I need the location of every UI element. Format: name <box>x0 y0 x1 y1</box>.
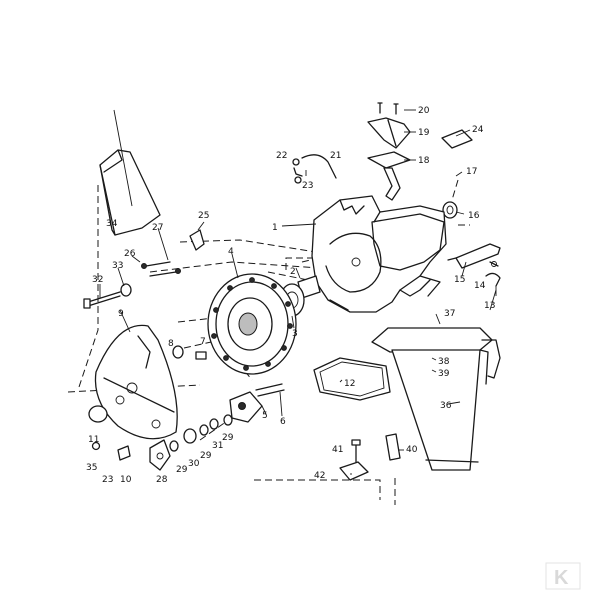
watermark-logo: K <box>545 562 581 590</box>
part-10-fitting <box>117 445 131 461</box>
part-22-fitting <box>292 158 303 184</box>
callout-17: 17 <box>466 167 477 177</box>
callout-29-b: 29 <box>200 451 212 461</box>
callout-36: 36 <box>440 401 452 411</box>
callout-12: 12 <box>344 379 355 389</box>
part-16-eye <box>442 179 459 219</box>
callout-42: 42 <box>314 471 325 481</box>
callout-40: 40 <box>406 445 418 455</box>
callout-41: 41 <box>332 445 343 455</box>
part-41-bolt <box>351 439 361 463</box>
callout-23-top: 23 <box>302 181 313 191</box>
callout-28: 28 <box>156 475 168 485</box>
part-38-rod <box>481 339 501 379</box>
part-11-cap <box>88 405 108 423</box>
part-15-lever <box>447 243 501 269</box>
part-9-cover <box>94 324 178 440</box>
part-25-bracket <box>189 229 205 251</box>
callout-6: 6 <box>280 417 286 427</box>
part-29-spacers <box>169 414 233 452</box>
callout-4: 4 <box>228 247 234 257</box>
callout-29-c: 29 <box>222 433 234 443</box>
callout-30: 30 <box>188 459 200 469</box>
part-39-rod <box>479 349 489 385</box>
callout-14: 14 <box>474 281 486 291</box>
part-13-clip <box>485 272 501 287</box>
watermark-letter: K <box>554 567 569 589</box>
callout-25: 25 <box>198 211 209 221</box>
part-32-bolt <box>83 291 121 309</box>
part-7-nut <box>195 351 207 360</box>
callout-8: 8 <box>168 339 174 349</box>
callout-10: 10 <box>120 475 132 485</box>
callout-37: 37 <box>444 309 455 319</box>
part-5-hub <box>229 391 263 423</box>
callout-20: 20 <box>418 106 430 116</box>
part-14-pin <box>489 261 499 267</box>
part-4-flywheel <box>207 273 297 375</box>
part-27-bolt <box>149 268 181 277</box>
part-24-plate <box>441 129 473 149</box>
part-33-bushing <box>120 283 132 297</box>
callout-29-a: 29 <box>176 465 188 475</box>
part-12-plate <box>313 357 391 401</box>
part-26-bolt <box>141 261 171 269</box>
part-21-spring <box>301 154 337 179</box>
callout-1: 1 <box>272 223 278 233</box>
callout-21: 21 <box>330 151 341 161</box>
callout-35: 35 <box>86 463 97 473</box>
callout-34: 34 <box>106 219 118 229</box>
part-37-hopper-rim <box>371 327 493 353</box>
part-40-bracket <box>385 433 401 461</box>
callout-16: 16 <box>468 211 480 221</box>
leader-lines <box>99 109 497 475</box>
callout-labels: 1 2 3 4 5 6 7 8 9 10 11 12 13 14 15 16 1… <box>86 106 495 485</box>
part-31-ring <box>209 418 219 430</box>
callout-27: 27 <box>152 223 163 233</box>
part-35-washer <box>91 441 101 451</box>
callout-18: 18 <box>418 156 430 166</box>
callout-7: 7 <box>200 337 206 347</box>
callout-24: 24 <box>472 125 484 135</box>
callout-13: 13 <box>484 301 495 311</box>
callout-11: 11 <box>88 435 99 445</box>
part-19-lever <box>367 117 411 149</box>
part-1-housing <box>311 195 447 313</box>
callout-9: 9 <box>118 309 124 319</box>
part-18-bracket <box>367 151 411 201</box>
callout-15: 15 <box>454 275 465 285</box>
callout-2: 2 <box>290 267 296 277</box>
part-20-pins <box>377 102 399 115</box>
part-8-plug <box>172 345 184 359</box>
part-6-pins <box>255 383 285 397</box>
part-36-hopper-body <box>391 349 481 471</box>
callout-19: 19 <box>418 128 430 138</box>
callout-31: 31 <box>212 441 223 451</box>
callout-26: 26 <box>124 249 136 259</box>
part-28-linkage <box>149 439 171 471</box>
callout-3: 3 <box>292 329 298 339</box>
callout-38: 38 <box>438 357 450 367</box>
callout-39: 39 <box>438 369 450 379</box>
callout-5: 5 <box>262 411 268 421</box>
callout-23-bottom: 23 <box>102 475 113 485</box>
part-42-plate <box>339 461 369 481</box>
flywheel-bolt-holes <box>211 277 293 371</box>
callout-33: 33 <box>112 261 123 271</box>
callout-32: 32 <box>92 275 103 285</box>
callout-22: 22 <box>276 151 287 161</box>
part-30-spacer <box>183 428 197 444</box>
part-34-pedal <box>99 149 161 236</box>
